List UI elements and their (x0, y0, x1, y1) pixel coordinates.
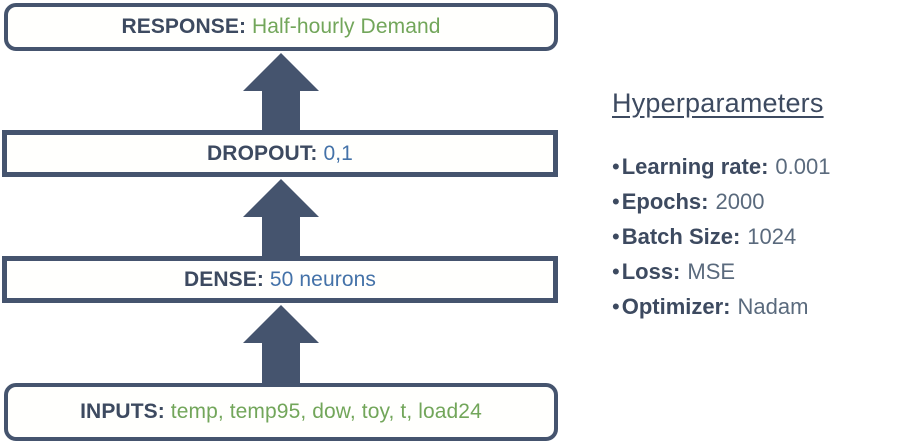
layer-box-inputs[interactable]: INPUTS: temp, temp95, dow, toy, t, load2… (4, 383, 558, 441)
bullet-icon: • (612, 294, 620, 319)
layer-label-dropout: DROPOUT: (207, 141, 318, 165)
bullet-icon: • (612, 224, 620, 249)
list-item: • Batch Size: 1024 (612, 219, 904, 254)
layer-value-dropout: 0,1 (323, 141, 353, 165)
hyperparameter-key-batch-size: Batch Size: (621, 224, 741, 249)
layer-box-response[interactable]: RESPONSE: Half-hourly Demand (4, 3, 558, 51)
layer-value-inputs: temp, temp95, dow, toy, t, load24 (170, 400, 482, 423)
layer-box-dense[interactable]: DENSE: 50 neurons (2, 256, 558, 303)
list-item: • Learning rate: 0.001 (612, 149, 904, 184)
layer-label-dense: DENSE: (184, 267, 264, 291)
hyperparameter-key-learning-rate: Learning rate: (621, 154, 769, 179)
hyperparameter-value-epochs: 2000 (715, 189, 765, 214)
hyperparameter-key-optimizer: Optimizer: (621, 294, 731, 319)
arrow-up-icon (243, 305, 319, 384)
hyperparameter-value-learning-rate: 0.001 (775, 154, 831, 179)
layer-value-dense: 50 neurons (269, 267, 376, 291)
layer-label-response: RESPONSE: (121, 15, 247, 38)
bullet-icon: • (612, 154, 620, 179)
arrow-dense-to-dropout (243, 177, 319, 257)
bullet-icon: • (612, 189, 620, 214)
layer-text-inputs: INPUTS: temp, temp95, dow, toy, t, load2… (80, 400, 482, 424)
hyperparameters-list: • Learning rate: 0.001 • Epochs: 2000 • … (612, 149, 904, 324)
arrow-up-icon (243, 53, 319, 132)
arrow-inputs-to-dense (243, 303, 319, 384)
hyperparameter-key-loss: Loss: (621, 259, 681, 284)
bullet-icon: • (612, 259, 620, 284)
list-item: • Optimizer: Nadam (612, 289, 904, 324)
layer-box-dropout[interactable]: DROPOUT: 0,1 (2, 130, 558, 177)
hyperparameter-key-epochs: Epochs: (621, 189, 709, 214)
hyperparameters-title: Hyperparameters (612, 88, 824, 118)
layer-text-response: RESPONSE: Half-hourly Demand (121, 15, 440, 39)
arrow-dropout-to-response (243, 51, 319, 132)
layer-label-inputs: INPUTS: (80, 400, 165, 423)
layer-text-dense: DENSE: 50 neurons (184, 268, 376, 292)
layer-text-dropout: DROPOUT: 0,1 (207, 142, 353, 166)
list-item: • Epochs: 2000 (612, 184, 904, 219)
hyperparameter-value-batch-size: 1024 (747, 224, 797, 249)
list-item: • Loss: MSE (612, 254, 904, 289)
arrow-up-icon (243, 179, 319, 257)
hyperparameter-value-optimizer: Nadam (737, 294, 809, 319)
layer-value-response: Half-hourly Demand (251, 15, 441, 38)
hyperparameter-value-loss: MSE (687, 259, 736, 284)
hyperparameters-panel: Hyperparameters • Learning rate: 0.001 •… (612, 88, 904, 324)
